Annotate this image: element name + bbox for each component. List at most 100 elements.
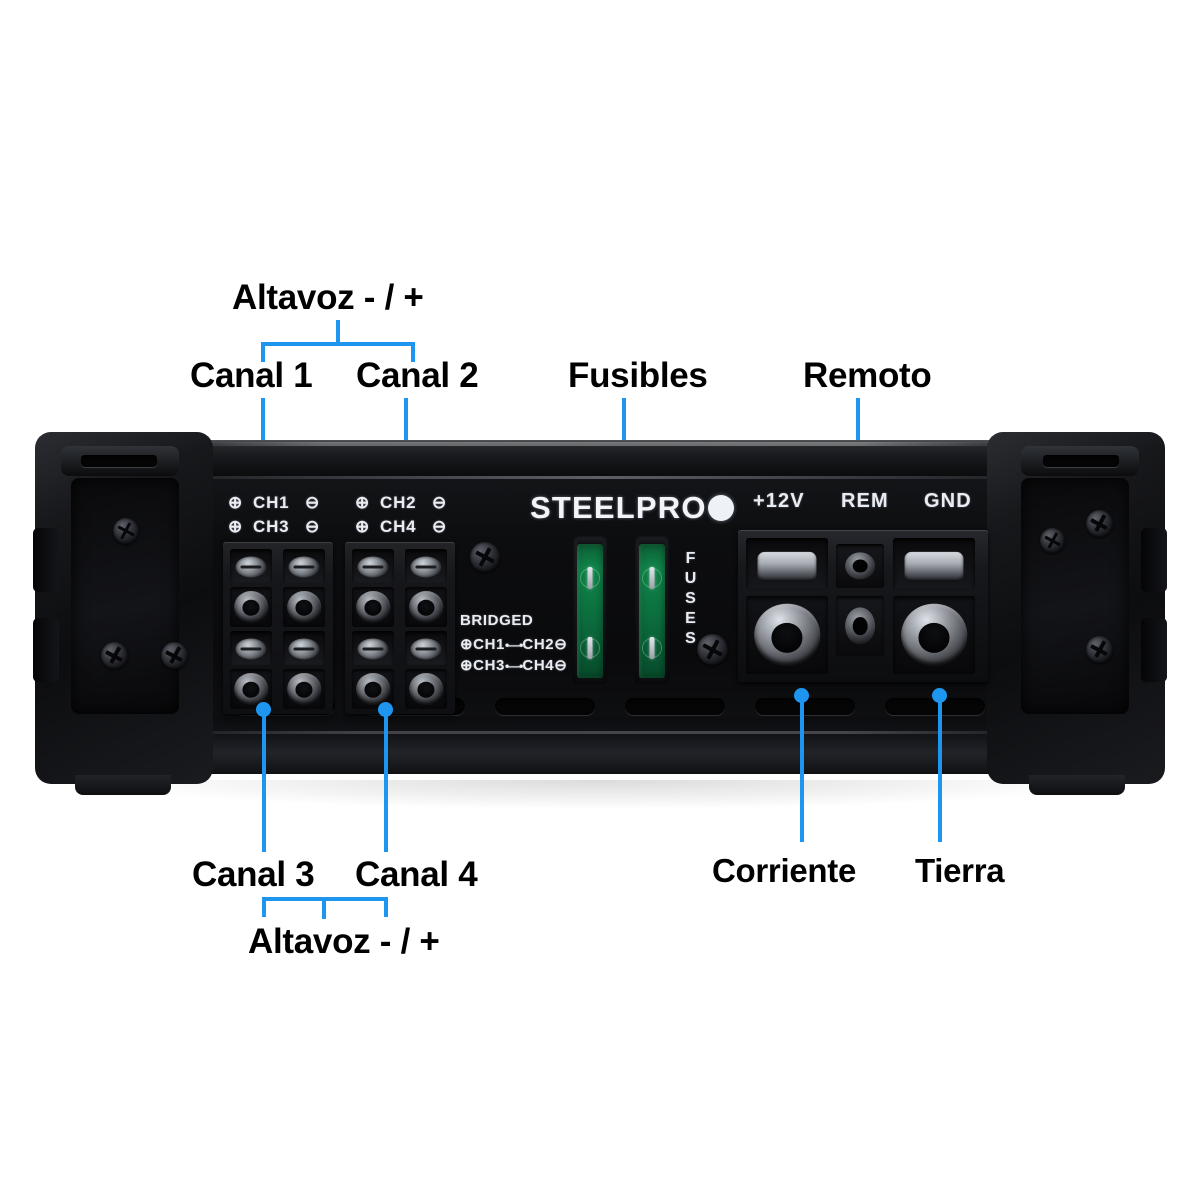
silk-ch1-minus: ⊖: [305, 493, 321, 512]
terminal-hole: [283, 587, 325, 627]
leader-altavoz-top-stem: [336, 320, 340, 344]
leader-altavoz-top-bar: [261, 342, 415, 346]
end-cap-right-notch-lower: [1141, 618, 1167, 682]
terminal-screw: [352, 631, 394, 665]
brand-logo-dot-icon: [707, 495, 734, 521]
vent-slot: [885, 698, 985, 715]
leader-tierra: [938, 696, 942, 842]
end-cap-left-tab: [61, 446, 179, 476]
silk-ch4-plus: ⊕: [355, 517, 371, 536]
end-cap-right-tab: [1021, 446, 1139, 476]
callout-canal-1: Canal 1: [190, 356, 313, 395]
terminal-hole: [230, 587, 272, 627]
screw-left-bottom-b: [161, 642, 188, 669]
silk-fuses-vertical: FUSES: [682, 550, 699, 650]
leader-altavoz-top-tick-right: [411, 342, 415, 362]
silk-bridged-1-left: ⊕CH1: [460, 636, 505, 653]
silk-ch2: CH2: [380, 493, 417, 512]
end-cap-right-notch-upper: [1141, 528, 1167, 592]
silk-bridged-title: BRIDGED: [460, 612, 534, 629]
speaker-terminal-block-left[interactable]: [223, 542, 333, 714]
silk-gnd: GND: [924, 490, 972, 512]
fuse-cap-icon: [639, 538, 665, 547]
screw-right-top: [1086, 510, 1113, 537]
fuse-slot-2[interactable]: [635, 536, 669, 684]
silk-ch4-minus: ⊖: [432, 517, 448, 536]
fuse-cap-icon: [577, 538, 603, 547]
terminal-hole: [352, 587, 394, 627]
end-cap-left-foot: [75, 775, 171, 795]
silk-bridged-1-link: •—•: [504, 638, 523, 652]
fuse-slot-1[interactable]: [573, 536, 607, 684]
silk-ch1: CH1: [253, 493, 290, 512]
terminal-screw: [405, 549, 447, 583]
end-cap-left: [33, 432, 213, 795]
vent-slot: [755, 698, 855, 715]
fuse-body-2: [639, 544, 665, 678]
vent-slot: [495, 698, 595, 715]
silk-bridged-2-left: ⊕CH3: [460, 657, 505, 674]
leader-canal-3: [262, 710, 266, 852]
callout-altavoz-top: Altavoz - / +: [232, 278, 424, 317]
end-cap-left-slot: [81, 455, 157, 467]
power-terminal-gnd-hole[interactable]: [893, 596, 975, 674]
silk-plus12v: +12V: [753, 490, 805, 512]
callout-tierra: Tierra: [915, 852, 1005, 889]
leader-altavoz-top-tick-left: [261, 342, 265, 362]
end-cap-right: [987, 432, 1167, 795]
silk-ch2-minus: ⊖: [432, 493, 448, 512]
terminal-hole: [283, 669, 325, 709]
silk-bridged-1-right: CH2⊖: [522, 636, 568, 653]
end-cap-right-foot: [1029, 775, 1125, 795]
screw-faceplate-right: [697, 634, 728, 665]
fuse-pin-icon: [587, 637, 593, 659]
end-cap-left-notch-lower: [33, 618, 59, 682]
leader-fusibles-stem: [622, 398, 626, 472]
leader-dot-tierra: [932, 688, 947, 703]
callout-canal-4: Canal 4: [355, 855, 478, 894]
vent-slot: [625, 698, 725, 715]
terminal-screw: [283, 631, 325, 665]
fuse-body-1: [577, 544, 603, 678]
terminal-screw: [405, 631, 447, 665]
leader-dot-canal-4: [378, 702, 393, 717]
amplifier-body: ⊕ CH1 ⊖ ⊕ CH2 ⊖ ⊕ CH3 ⊖ ⊕ CH4 ⊖: [33, 432, 1167, 802]
silk-rem: REM: [841, 490, 889, 512]
brand-logo: STEELPRO: [530, 490, 734, 526]
silk-ch3: CH3: [253, 517, 290, 536]
screw-right-bottom: [1086, 636, 1113, 663]
screw-left-bottom-a: [101, 642, 128, 669]
power-terminal-12v-hole[interactable]: [746, 596, 828, 674]
silk-bridged-2-link: •—•: [504, 659, 523, 673]
leader-altavoz-bottom-stem: [322, 897, 326, 919]
silk-ch3-plus: ⊕: [228, 517, 244, 536]
silk-ch3-minus: ⊖: [305, 517, 321, 536]
terminal-screw: [230, 631, 272, 665]
screw-faceplate-left: [470, 542, 500, 572]
remote-terminal-screw[interactable]: [836, 544, 884, 588]
terminal-hole: [405, 669, 447, 709]
callout-corriente: Corriente: [712, 852, 856, 889]
screw-left-top: [113, 518, 139, 544]
terminal-screw: [352, 549, 394, 583]
power-terminal-12v-screw[interactable]: [746, 538, 828, 590]
silk-bridged-2-right: CH4⊖: [522, 657, 568, 674]
silk-bridged-row-2: ⊕CH3•—•CH4⊖: [460, 656, 567, 674]
ground-shadow: [90, 780, 1110, 810]
silk-ch2-plus: ⊕: [355, 493, 371, 512]
terminal-screw: [283, 549, 325, 583]
callout-canal-2: Canal 2: [356, 356, 479, 395]
end-cap-right-recess: [1021, 478, 1129, 714]
power-terminal-gnd-screw[interactable]: [893, 538, 975, 590]
end-cap-left-notch-upper: [33, 528, 59, 592]
speaker-terminal-block-right[interactable]: [345, 542, 455, 714]
callout-canal-3: Canal 3: [192, 855, 315, 894]
silk-bridged-row-1: ⊕CH1•—•CH2⊖: [460, 635, 567, 653]
remote-terminal-hole[interactable]: [836, 596, 884, 656]
power-terminal-block[interactable]: [738, 530, 988, 682]
callout-remoto: Remoto: [803, 356, 932, 395]
fuse-pin-icon: [587, 567, 593, 589]
callout-fusibles: Fusibles: [568, 356, 708, 395]
fuse-pin-icon: [649, 567, 655, 589]
